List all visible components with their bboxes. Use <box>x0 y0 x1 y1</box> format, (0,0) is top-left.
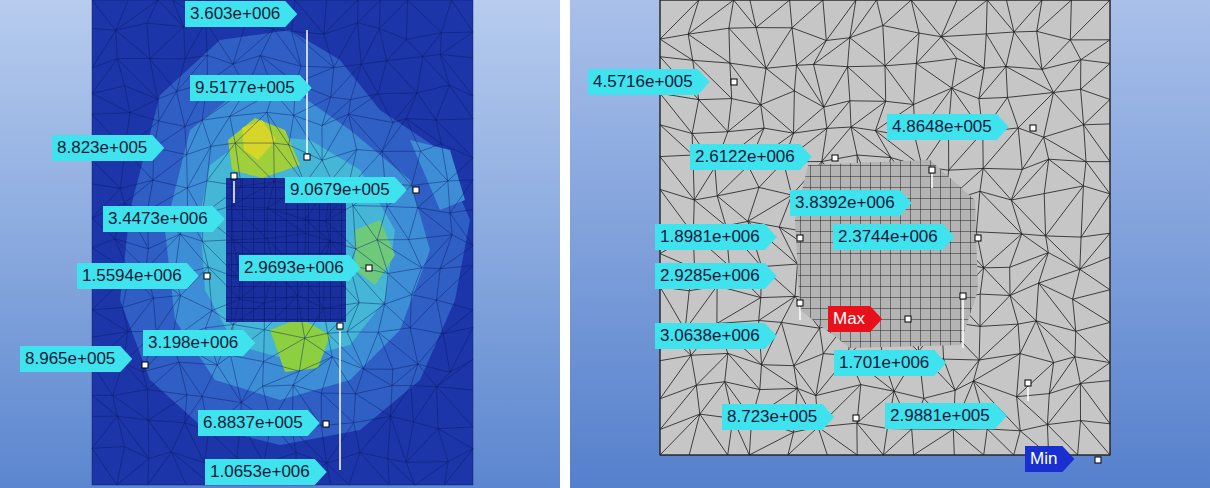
probe-label: 4.8648e+005 <box>887 114 1009 140</box>
probe-value: 8.965e+005 <box>25 349 115 368</box>
contour-hotspot <box>270 318 330 372</box>
probe-label: 8.965e+005 <box>20 346 132 372</box>
probe-value: 1.701e+006 <box>839 353 929 372</box>
right-background <box>570 0 1210 488</box>
probe-markers <box>142 79 1101 463</box>
probe-label: 3.603e+006 <box>185 1 297 27</box>
probe-value: 8.823e+005 <box>57 138 147 157</box>
leader-lines <box>234 30 1028 470</box>
probe-label: 1.8981e+006 <box>655 224 777 250</box>
probe-value: 3.8392e+006 <box>795 193 895 212</box>
probe-value: 9.5177e+005 <box>195 78 295 97</box>
probe-label: 8.723e+005 <box>722 404 834 430</box>
plate-contour <box>92 0 473 485</box>
probe-value: 1.0653e+006 <box>210 462 310 481</box>
mesh-lines <box>660 0 1110 455</box>
probe-value: 9.0679e+005 <box>290 180 390 199</box>
probe-label: 1.5594e+006 <box>77 263 199 289</box>
probe-label: 9.5177e+005 <box>190 75 312 101</box>
min-flag: Min <box>1025 446 1074 472</box>
probe-label: 3.0638e+006 <box>655 323 777 349</box>
probe-label: 9.0679e+005 <box>285 177 407 203</box>
probe-value: 2.9693e+006 <box>244 258 344 277</box>
probe-value: 3.198e+006 <box>148 333 238 352</box>
probe-value: 2.9285e+006 <box>660 266 760 285</box>
probe-value: 3.603e+006 <box>190 4 280 23</box>
probe-value: 4.5716e+005 <box>593 72 693 91</box>
plate-border <box>660 0 1110 455</box>
probe-label: 4.5716e+005 <box>588 69 710 95</box>
probe-value: 1.5594e+006 <box>82 266 182 285</box>
probe-label: 3.8392e+006 <box>790 190 912 216</box>
refined-hole <box>795 160 978 348</box>
probe-value: 2.6122e+006 <box>695 147 795 166</box>
probe-value: 2.3744e+006 <box>838 227 938 246</box>
probe-value: 4.8648e+005 <box>892 117 992 136</box>
left-background <box>0 0 560 488</box>
contour-hotspot <box>242 120 276 160</box>
probe-label: 3.198e+006 <box>143 330 255 356</box>
probe-label: 2.9285e+006 <box>655 263 777 289</box>
probe-value: 3.0638e+006 <box>660 326 760 345</box>
probe-label: 2.9881e+005 <box>885 403 1007 429</box>
probe-label: 1.701e+006 <box>834 350 946 376</box>
probe-label: 6.8837e+005 <box>198 410 320 436</box>
probe-label: 2.3744e+006 <box>833 224 955 250</box>
probe-label: 3.4473e+006 <box>103 206 225 232</box>
probe-label: 8.823e+005 <box>52 135 164 161</box>
mesh-lines <box>92 0 473 485</box>
probe-value: 2.9881e+005 <box>890 406 990 425</box>
refined-grid <box>795 160 978 348</box>
probe-value: Min <box>1030 449 1057 468</box>
probe-label: 1.0653e+006 <box>205 459 327 485</box>
mesh-edges <box>92 0 473 485</box>
max-flag: Max <box>828 306 882 332</box>
probe-label: 2.9693e+006 <box>239 255 361 281</box>
probe-value: Max <box>833 309 865 328</box>
probe-value: 8.723e+005 <box>727 407 817 426</box>
probe-value: 1.8981e+006 <box>660 227 760 246</box>
mesh-edges <box>660 0 1110 455</box>
probe-value: 6.8837e+005 <box>203 413 303 432</box>
probe-label: 2.6122e+006 <box>690 144 812 170</box>
plate-mesh <box>660 0 1110 455</box>
probe-value: 3.4473e+006 <box>108 209 208 228</box>
